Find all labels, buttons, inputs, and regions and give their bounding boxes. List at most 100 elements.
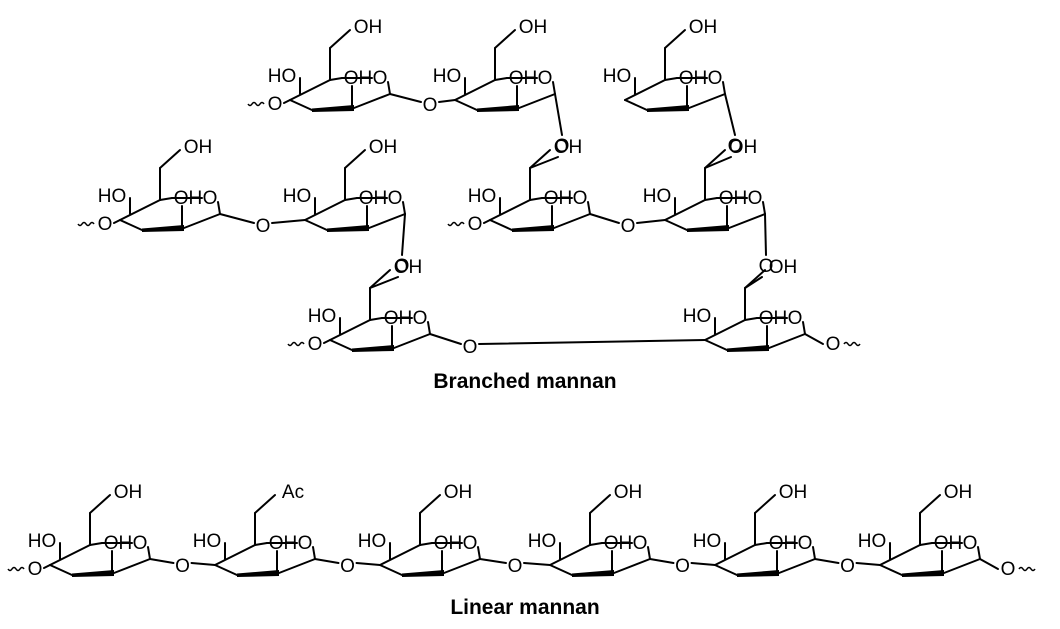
ring-bond	[762, 201, 766, 215]
ring-oxygen: O	[963, 533, 978, 554]
ring-bond	[879, 564, 903, 576]
ring-bond	[183, 213, 221, 229]
glycosidic-bond	[113, 219, 121, 224]
ring-oxygen: O	[413, 308, 428, 329]
glycosidic-bond	[323, 339, 331, 344]
ring-oxygen: O	[708, 68, 723, 89]
branch-bond	[369, 276, 399, 289]
c6-bond	[254, 494, 276, 514]
ring-bond	[368, 213, 406, 229]
bold-ring-bond	[902, 570, 944, 577]
glycosidic-oxygen: O	[621, 216, 636, 237]
branch-oxygen: O	[728, 136, 743, 157]
ring-bond	[89, 542, 103, 546]
c4-hydroxyl: HO	[683, 306, 712, 327]
ring-bond	[549, 544, 591, 566]
bold-ring-bond	[572, 570, 614, 577]
ring-bond	[254, 542, 268, 546]
ring-bond	[647, 546, 651, 560]
ring-bond	[664, 199, 706, 221]
glycosidic-oxygen: O	[340, 556, 355, 577]
ring-bond	[119, 199, 161, 221]
c6-bond	[494, 29, 516, 49]
acetyl-group: Ac	[282, 482, 304, 503]
ring-oxygen: O	[298, 533, 313, 554]
ring-oxygen: O	[788, 308, 803, 329]
ring-bond	[549, 564, 573, 576]
ring-bond	[624, 79, 666, 101]
terminal-oxygen: O	[468, 214, 483, 235]
bold-ring-bond	[687, 225, 729, 232]
ring-bond	[489, 199, 531, 221]
c2-hydroxyl: OH	[719, 188, 748, 209]
c6-bond	[754, 494, 776, 514]
glycosidic-bond	[979, 558, 999, 570]
branch-oxygen: O	[759, 256, 774, 277]
c6-bond	[664, 29, 686, 49]
ring-bond	[278, 558, 316, 574]
ring-bond	[704, 319, 746, 341]
ring-bond	[113, 558, 151, 574]
c4-hydroxyl: HO	[603, 66, 632, 87]
ring-bond	[393, 333, 431, 349]
ring-bond	[289, 79, 331, 101]
ring-bond	[714, 564, 738, 576]
ring-bond	[589, 542, 603, 546]
ring-bond	[704, 197, 718, 201]
glycosidic-oxygen: O	[423, 95, 438, 116]
bold-ring-bond	[477, 105, 519, 112]
c2-hydroxyl: OH	[934, 533, 963, 554]
c6-hydroxyl: OH	[729, 137, 758, 158]
glycosidic-bond	[314, 558, 340, 564]
ring-bond	[443, 558, 481, 574]
c6-hydroxyl: OH	[444, 482, 473, 503]
c6-bond	[529, 149, 551, 169]
wavy-terminus-left	[77, 221, 95, 227]
ring-bond	[802, 321, 806, 335]
glycosidic-bond	[690, 562, 716, 566]
ring-oxygen: O	[463, 533, 478, 554]
ring-bond	[613, 558, 651, 574]
c6-hydroxyl: OH	[689, 17, 718, 38]
c4-hydroxyl: HO	[98, 186, 127, 207]
glycosidic-bond	[523, 562, 551, 566]
c2-hydroxyl: OH	[544, 188, 573, 209]
branched-mannan-title: Branched mannan	[433, 370, 616, 393]
c6-bond	[159, 149, 181, 169]
branch-bond	[529, 156, 559, 169]
c4-hydroxyl: HO	[358, 531, 387, 552]
ring-bond	[379, 564, 403, 576]
glycosidic-bond	[43, 564, 51, 569]
glycosidic-oxygen: O	[840, 556, 855, 577]
ring-bond	[494, 77, 508, 81]
glycosidic-bond	[589, 213, 620, 224]
glycosidic-bond	[636, 219, 666, 224]
glycosidic-bond	[855, 562, 881, 566]
c2-hydroxyl: OH	[104, 533, 133, 554]
c4-hydroxyl: HO	[528, 531, 557, 552]
glycosidic-bond	[219, 213, 255, 224]
c6-hydroxyl: OH	[394, 257, 423, 278]
branch-bond	[704, 156, 732, 169]
ring-oxygen: O	[373, 68, 388, 89]
c6-bond	[89, 494, 111, 514]
ring-bond	[552, 81, 556, 95]
c2-hydroxyl: OH	[759, 308, 788, 329]
ring-bond	[119, 219, 143, 231]
ring-bond	[728, 213, 766, 229]
ring-bond	[379, 544, 421, 566]
c4-hydroxyl: HO	[858, 531, 887, 552]
ring-bond	[714, 544, 756, 566]
c2-hydroxyl: OH	[269, 533, 298, 554]
c6-bond	[344, 149, 366, 169]
glycosidic-bond	[149, 558, 175, 564]
ring-oxygen: O	[388, 188, 403, 209]
glycosidic-bond	[283, 99, 291, 104]
c4-hydroxyl: HO	[28, 531, 57, 552]
ring-bond	[529, 197, 543, 201]
ring-bond	[778, 558, 816, 574]
ring-oxygen: O	[133, 533, 148, 554]
terminal-oxygen: O	[98, 214, 113, 235]
